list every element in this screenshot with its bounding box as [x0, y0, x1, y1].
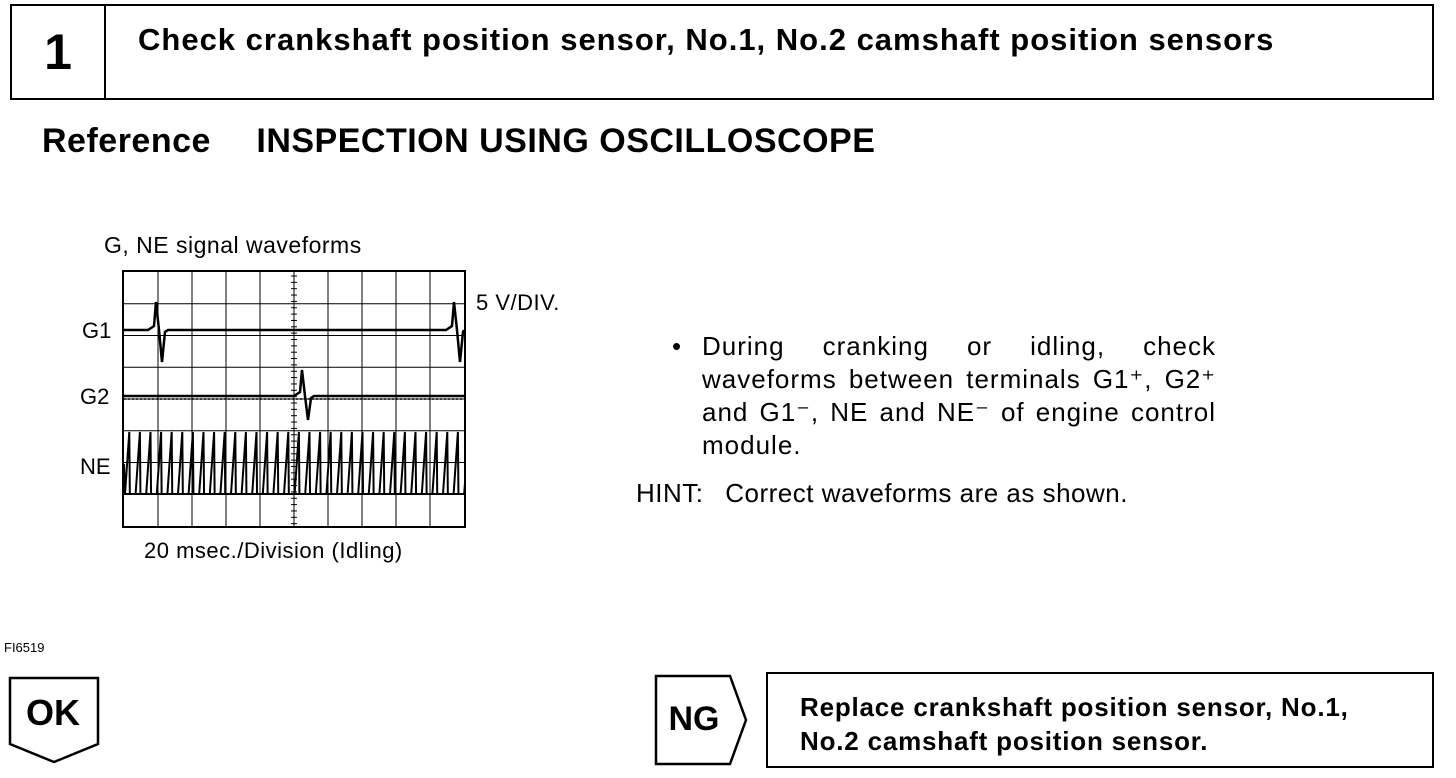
ng-label: NG — [668, 700, 720, 738]
oscilloscope-waveform — [124, 272, 464, 526]
g2-waveform — [124, 369, 464, 421]
ng-arrow-icon — [654, 674, 748, 766]
reference-heading: Reference INSPECTION USING OSCILLOSCOPE — [42, 122, 875, 161]
ng-action-box: Replace crankshaft position sensor, No.1… — [766, 672, 1434, 768]
step-title: Check crankshaft position sensor, No.1, … — [138, 22, 1275, 57]
ne-waveform — [124, 431, 464, 495]
reference-label: Reference — [42, 122, 211, 160]
time-scale-label: 20 msec./Division (Idling) — [144, 538, 403, 563]
hint-label: HINT: — [636, 478, 704, 508]
inspection-instructions: • During cranking or idling, check wavef… — [672, 330, 1216, 462]
signal-label-g1: G1 — [82, 318, 112, 343]
hint-text: Correct waveforms are as shown. — [725, 478, 1128, 508]
ng-action-line-2: No.2 camshaft position sensor. — [800, 726, 1209, 756]
reference-title: INSPECTION USING OSCILLOSCOPE — [256, 122, 876, 160]
step-number: 1 — [12, 6, 106, 98]
g1-waveform — [124, 301, 464, 363]
voltage-scale-label: 5 V/DIV. — [476, 290, 560, 315]
waveform-title: G, NE signal waveforms — [104, 232, 362, 258]
ng-result-marker: NG — [654, 674, 750, 773]
hint: HINT: Correct waveforms are as shown. — [636, 478, 1128, 509]
oscilloscope-screen — [122, 270, 466, 528]
bullet-icon: • — [672, 331, 682, 361]
figure-id: FI6519 — [4, 640, 45, 655]
instruction-text: During cranking or idling, check wavefor… — [702, 331, 1216, 460]
ng-action-line-1: Replace crankshaft position sensor, No.1… — [800, 692, 1349, 722]
signal-label-g2: G2 — [80, 384, 110, 409]
step-header: 1 Check crankshaft position sensor, No.1… — [10, 4, 1434, 100]
ok-label: OK — [26, 692, 80, 733]
ok-result-marker: OK — [8, 676, 102, 771]
ok-arrow-icon — [8, 676, 100, 764]
signal-label-ne: NE — [80, 454, 111, 479]
